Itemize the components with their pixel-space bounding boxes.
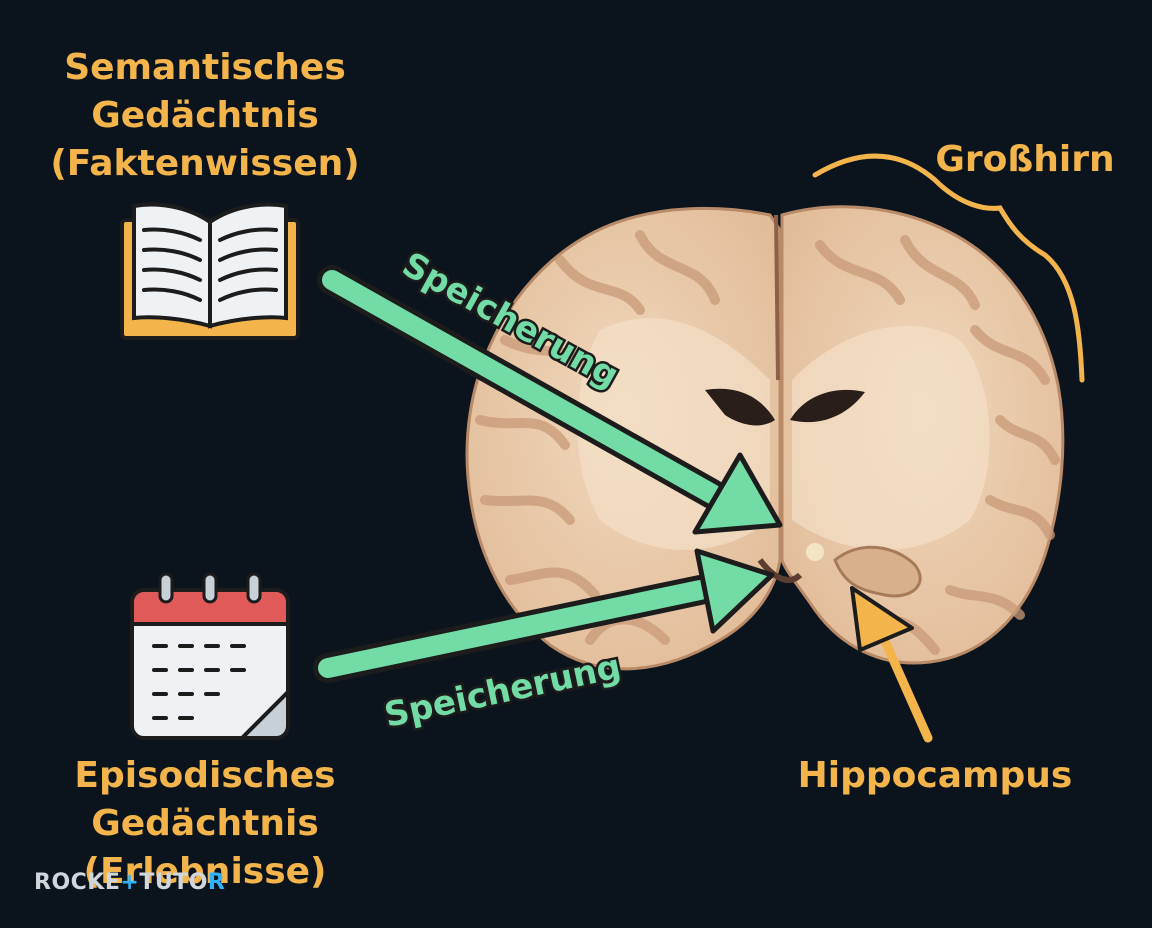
- hippocampus-region: [833, 545, 922, 598]
- brain-ventricles: [705, 388, 865, 426]
- semantic-memory-label: Semantisches Gedächtnis (Faktenwissen): [40, 44, 370, 188]
- semantic-line-2: Gedächtnis: [91, 95, 319, 136]
- episodic-line-3: (Erlebnisse): [83, 851, 327, 892]
- brain-section-illustration: [465, 205, 1065, 671]
- calendar-icon: [130, 572, 290, 740]
- episodic-memory-label: Episodisches Gedächtnis (Erlebnisse): [40, 752, 370, 896]
- episodic-line-2: Gedächtnis: [91, 803, 319, 844]
- semantic-line-3: (Faktenwissen): [50, 143, 360, 184]
- upper-storage-arrow: [317, 265, 783, 535]
- open-book-icon: [120, 202, 300, 340]
- hippocampus-arrow: [850, 586, 933, 743]
- brand-part-1: ROCKE: [34, 870, 121, 895]
- grosshirn-brace: [812, 153, 1085, 383]
- brand-part-2: TUTO: [139, 870, 208, 895]
- episodic-line-1: Episodisches: [74, 755, 336, 796]
- grosshirn-label: Großhirn: [935, 139, 1115, 180]
- brand-part-3: R: [207, 870, 226, 895]
- lower-storage-arrow: [313, 548, 775, 683]
- hippocampus-label: Hippocampus: [797, 755, 1073, 796]
- semantic-line-1: Semantisches: [64, 47, 346, 88]
- brand-logo: ROCKE+TUTOR: [34, 870, 225, 895]
- brand-plus: +: [120, 870, 140, 895]
